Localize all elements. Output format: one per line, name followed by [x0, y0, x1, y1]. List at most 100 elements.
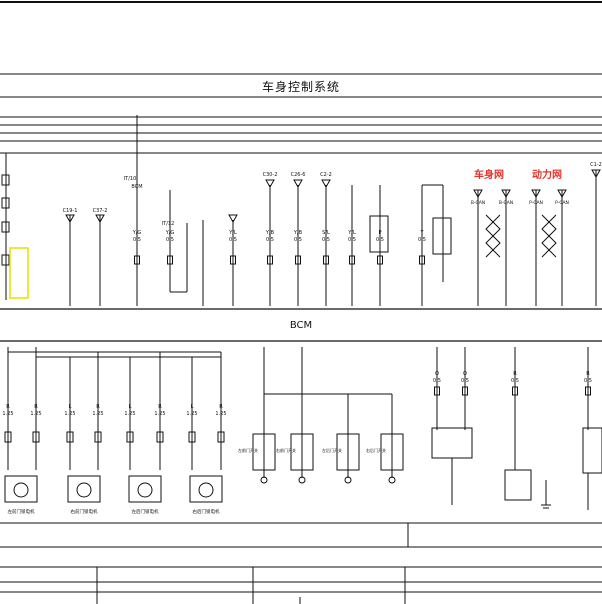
left-fuse-column — [1, 153, 29, 300]
right-wire-size: 0.5 — [511, 378, 519, 384]
upper-wire-size: 0.5 — [294, 237, 302, 243]
upper-wire-columns — [69, 115, 597, 306]
lower-wire-terminal — [126, 431, 134, 443]
door-switch-label: 右前门开关 — [276, 447, 296, 453]
motor-icon — [76, 482, 92, 498]
bcm-module-label: BCM — [289, 320, 313, 331]
can-twisted-pairs — [485, 214, 557, 258]
upper-wire-color: Y/B — [293, 230, 303, 236]
upper-wire-size: 0.5 — [418, 237, 426, 243]
right-wire-terminal — [585, 386, 591, 396]
upper-wire-color: Y/L — [347, 230, 356, 236]
upper-wire-terminal — [349, 255, 355, 265]
lower-wire-color: R — [219, 404, 223, 410]
lower-wire-terminal — [66, 431, 74, 443]
motor-label: 右后门锁电机 — [193, 508, 220, 515]
lower-wire-size: 1.25 — [215, 411, 226, 417]
can-label: B-CAN — [499, 200, 513, 206]
upper-wire-size: 0.5 — [266, 237, 274, 243]
upper-wire-terminal — [323, 255, 329, 265]
lower-wire-color: R — [158, 404, 162, 410]
upper-wire-size: 0.5 — [229, 237, 237, 243]
diagram-title: 车身控制系统 — [261, 80, 340, 94]
upper-wire-color: Y/L — [228, 230, 237, 236]
right-wire-color: R — [586, 371, 590, 377]
upper-wire-size: 0.5 — [348, 237, 356, 243]
upper-wire-terminal — [267, 255, 273, 265]
lower-wire-terminal — [4, 431, 12, 443]
right-wire-terminal — [462, 386, 468, 396]
right-wire-size: 0.5 — [584, 378, 592, 384]
connector-label: C37-2 — [93, 208, 108, 214]
lower-wire-color: L — [129, 404, 132, 410]
connector-label: C19-1 — [63, 208, 78, 214]
door-lock-motor — [189, 475, 223, 503]
right-wire-color: R — [513, 371, 517, 377]
can-label: P-CAN — [529, 200, 543, 206]
upper-wire-terminal — [134, 255, 140, 265]
upper-wire-color: P — [378, 230, 381, 236]
right-wire-terminal — [512, 386, 518, 396]
right-wire-color: O — [435, 371, 439, 377]
door-lock-motor — [4, 475, 38, 503]
right-wire-color: O — [463, 371, 467, 377]
connector-label: C2-2 — [320, 172, 332, 178]
upper-wire-size: 0.5 — [133, 237, 141, 243]
upper-wire-color: Y/B — [265, 230, 275, 236]
lower-wire-terminal — [156, 431, 164, 443]
upper-wire-terminal — [167, 255, 173, 265]
lower-wire-size: 1.25 — [92, 411, 103, 417]
lower-wire-color: R — [34, 404, 38, 410]
lower-wire-color: R — [6, 404, 10, 410]
lower-wire-terminal — [188, 431, 196, 443]
upper-wire-terminal — [419, 255, 425, 265]
upper-wire-size: 0.5 — [322, 237, 330, 243]
lower-door-switches — [252, 347, 404, 484]
lower-right-circuit — [431, 347, 602, 510]
lower-wire-size: 1.25 — [2, 411, 13, 417]
motor-label: 右前门锁电机 — [71, 508, 98, 515]
connector-label: IT/12 — [162, 221, 175, 227]
door-lock-motor — [128, 475, 162, 503]
lower-wire-color: L — [69, 404, 72, 410]
lower-wire-terminal — [32, 431, 40, 443]
upper-wire-color: S/L — [322, 230, 330, 236]
motor-icon — [198, 482, 214, 498]
lower-wire-size: 1.25 — [30, 411, 41, 417]
lower-wire-size: 1.25 — [154, 411, 165, 417]
right-wire-size: 0.5 — [461, 378, 469, 384]
upper-wire-color: Y/G — [132, 230, 142, 236]
upper-wire-terminal — [295, 255, 301, 265]
motor-label: 左后门锁电机 — [132, 508, 159, 515]
connector-label: C30-2 — [263, 172, 278, 178]
lower-wire-size: 1.25 — [124, 411, 135, 417]
connector-label: BCM — [131, 184, 142, 190]
lower-wire-size: 1.25 — [186, 411, 197, 417]
upper-wire-terminal — [377, 255, 383, 265]
upper-wire-size: 0.5 — [376, 237, 384, 243]
watermark-right: 动力网 — [532, 170, 562, 181]
connector-triangles — [65, 169, 601, 224]
upper-wire-color: Y/G — [165, 230, 175, 236]
can-label: B-CAN — [471, 200, 485, 206]
can-label: P-CAN — [555, 200, 569, 206]
motor-label: 左前门锁电机 — [8, 508, 35, 515]
door-lock-motor — [67, 475, 101, 503]
lower-wire-color: R — [96, 404, 100, 410]
right-wire-size: 0.5 — [433, 378, 441, 384]
motor-icon — [137, 482, 153, 498]
connector-label: C1-2 — [590, 162, 602, 168]
connector-label: IT/10 — [124, 176, 137, 182]
connector-label: C26-6 — [291, 172, 306, 178]
door-switch-label: 右后门开关 — [366, 447, 386, 453]
door-switch-label: 左前门开关 — [238, 447, 258, 453]
watermark-left: 车身网 — [474, 170, 504, 181]
upper-wire-terminal — [230, 255, 236, 265]
lower-wire-terminal — [94, 431, 102, 443]
right-wire-terminal — [434, 386, 440, 396]
lower-wire-size: 1.25 — [64, 411, 75, 417]
door-switch-label: 左后门开关 — [322, 447, 342, 453]
